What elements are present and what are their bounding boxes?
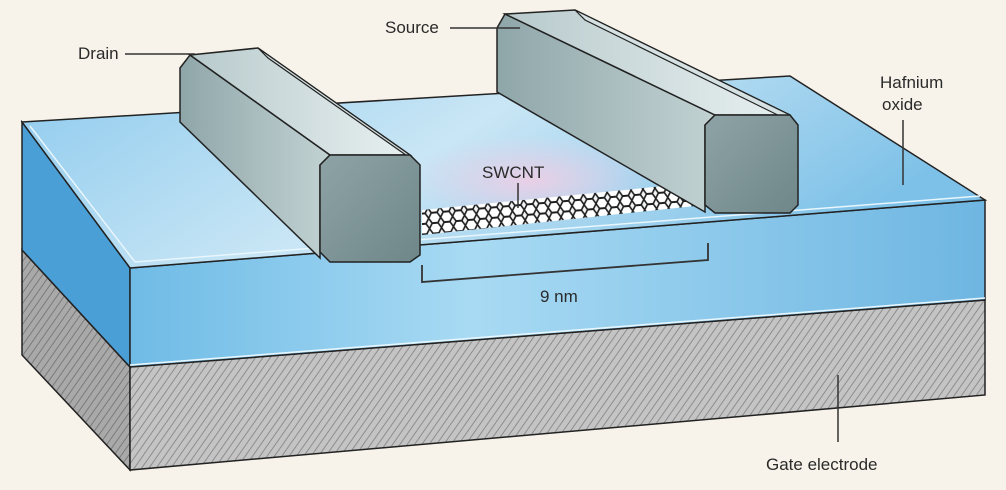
label-hafnium-oxide: Hafnium oxide	[880, 73, 943, 185]
label-swcnt: SWCNT	[482, 163, 544, 208]
swcnt-label: SWCNT	[482, 163, 544, 182]
drain-label: Drain	[78, 44, 119, 63]
hafnium-label-line2: oxide	[882, 95, 923, 114]
gate-electrode-label: Gate electrode	[766, 455, 878, 474]
label-drain: Drain	[78, 44, 195, 63]
source-electrode	[496, 9, 799, 214]
label-gate-electrode: Gate electrode	[766, 375, 878, 474]
source-label: Source	[385, 18, 439, 37]
channel-length-label: 9 nm	[540, 287, 578, 306]
drain-electrode	[179, 47, 421, 263]
hafnium-label-line1: Hafnium	[880, 73, 943, 92]
channel-length-bracket: 9 nm	[421, 243, 709, 306]
label-source: Source	[385, 18, 520, 37]
